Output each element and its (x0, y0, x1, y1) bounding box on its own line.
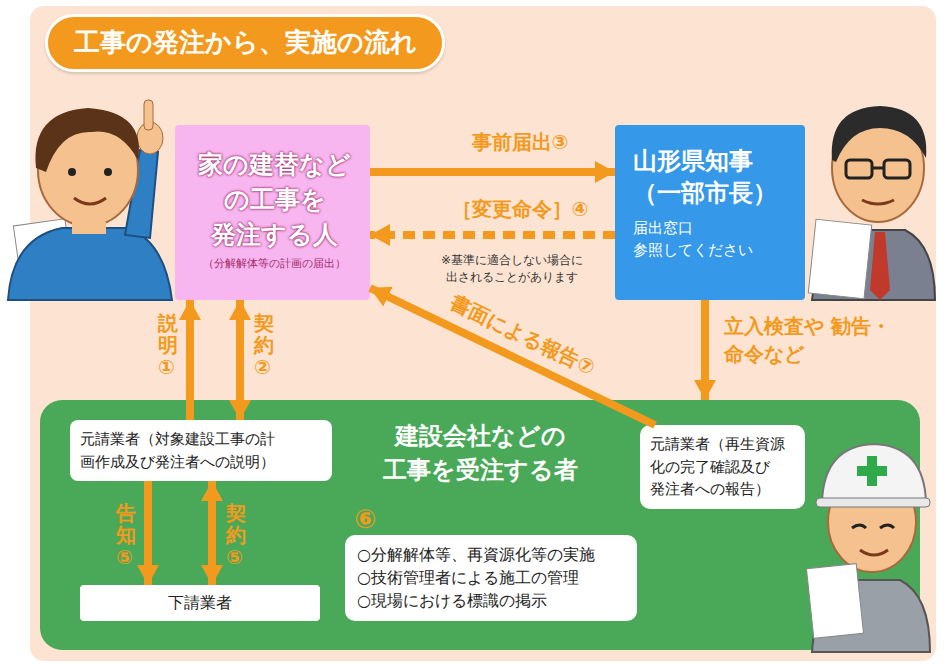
edge-label: 立入検査や 勧告・命令など (724, 312, 894, 368)
edge-label: 契約⑤ (226, 502, 246, 568)
peach-panel (30, 6, 936, 661)
subcontract-arrow (208, 481, 216, 585)
change-order-arrow (370, 231, 615, 239)
node-title: 元請業者（対象建設工事の計 画作成及び発注者への説明） (80, 428, 322, 473)
orderer-figure (8, 100, 172, 300)
node-text: ○現場における標識の掲示 (357, 589, 625, 612)
prime-plan-box: 元請業者（対象建設工事の計 画作成及び発注者への説明） (70, 420, 332, 481)
inspection-arrow (701, 300, 709, 400)
node-title: 建設会社などの 工事を受注する者 (373, 420, 588, 487)
note-text: ※基準に適合しない場合に 出されることがあります (405, 252, 619, 287)
edge-label: 事前届出③ (400, 130, 640, 154)
node-title: 下請業者 (90, 592, 310, 614)
edge-label: 契約② (254, 312, 274, 378)
title-pill: 工事の発注から、実施の流れ (45, 14, 445, 72)
contractor-band: 建設会社などの 工事を受注する者 元請業者（対象建設工事の計 画作成及び発注者への… (40, 400, 920, 650)
notify-arrow (370, 168, 615, 176)
tasks-box: ○分解解体等、再資源化等の実施○技術管理者による施工の管理○現場における標識の掲… (345, 535, 637, 621)
node-text: 届出窓口 参照してください (633, 218, 797, 262)
contract-arrow (236, 300, 244, 420)
orderer-box: 家の建替など の工事を 発注する人 （分解解体等の計画の届出） (175, 125, 370, 300)
node-title: ○分解解体等、再資源化等の実施 (357, 543, 625, 566)
prime-report-box: 元請業者（再生資源 化の完了確認及び 発注者への報告） (640, 425, 805, 509)
inform-arrow (144, 481, 152, 585)
title-text: 工事の発注から、実施の流れ (74, 27, 417, 58)
explain-arrow (186, 300, 194, 420)
report-arrow (370, 288, 655, 425)
node-title: 家の建替など の工事を 発注する人 (187, 147, 362, 252)
node-text: （分解解体等の計画の届出） (187, 256, 362, 271)
node-title: 元請業者（再生資源 化の完了確認及び 発注者への報告） (650, 433, 797, 501)
governor-box: 山形県知事 （一部市長） 届出窓口 参照してください (615, 125, 805, 300)
subcontractor-box: 下請業者 (80, 585, 320, 621)
edge-label: ［変更命令］④ (400, 197, 640, 221)
node-title: 山形県知事 （一部市長） (633, 145, 797, 210)
governor-figure (808, 106, 935, 300)
worker-figure (806, 444, 930, 652)
edge-label: 告知⑤ (116, 502, 136, 568)
edge-label: 説明① (158, 312, 178, 378)
node-text: ○技術管理者による施工の管理 (357, 566, 625, 589)
callout-number: ⑥ (350, 506, 380, 532)
